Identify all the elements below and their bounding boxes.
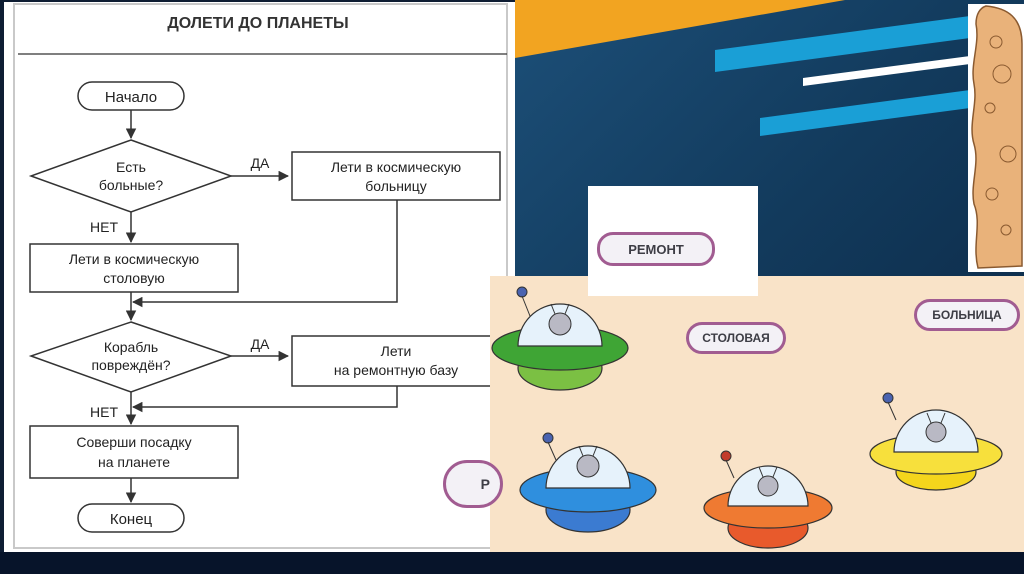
asteroid-image [971,5,1023,269]
yes-label-2: ДА [251,336,270,352]
yes-label-1: ДА [251,155,270,171]
process-canteen-line1: Лети в космическую [69,251,199,267]
flowchart: ДОЛЕТИ ДО ПЛАНЕТЫ Начало Есть больные? Д… [13,3,508,549]
ufo-red [703,450,833,549]
process-canteen [29,243,239,293]
process-land [29,425,239,479]
asteroid-frame [968,4,1024,272]
ufo-yellow [869,392,1003,491]
process-hospital [291,151,501,201]
end-label: Конец [110,511,153,528]
bottom-strip [0,552,1024,574]
label-canteen: СТОЛОВАЯ [686,322,786,354]
process-repair-line1: Лети [381,343,412,359]
no-label-2: НЕТ [90,404,118,420]
cyan-stripe-2 [760,90,970,136]
label-hospital: БОЛЬНИЦА [914,299,1020,331]
decision-damaged-line1: Корабль [104,339,158,355]
process-repair-line2: на ремонтную базу [334,362,458,378]
process-hospital-line2: больницу [365,178,427,194]
decision-sick [28,139,234,213]
ufo-blue [519,432,657,533]
start-label: Начало [105,89,157,106]
end-terminal [77,503,185,533]
process-land-line2: на планете [98,454,170,470]
ufo-green [491,286,629,391]
ufo-illustration [491,286,1003,549]
process-hospital-line1: Лети в космическую [331,159,461,175]
orange-stripe [515,0,845,58]
decision-damaged [28,321,234,393]
cyan-stripe-1 [715,16,970,72]
arrow-hospital-merge [131,200,398,308]
process-canteen-line2: столовую [103,270,164,286]
no-label-1: НЕТ [90,219,118,235]
decor-stripes [515,0,970,136]
decision-damaged-line2: повреждён? [91,357,170,373]
process-land-line1: Соверши посадку [76,434,191,450]
flowchart-title: ДОЛЕТИ ДО ПЛАНЕТЫ [167,15,348,32]
arrow-repair-merge [131,386,398,413]
white-stripe [803,56,970,86]
start-terminal [77,81,185,111]
decision-sick-line1: Есть [116,159,146,175]
decision-sick-line2: больные? [99,177,164,193]
label-repair: РЕМОНТ [597,232,715,266]
process-repair [291,335,501,387]
label-partial: Р [443,460,503,508]
